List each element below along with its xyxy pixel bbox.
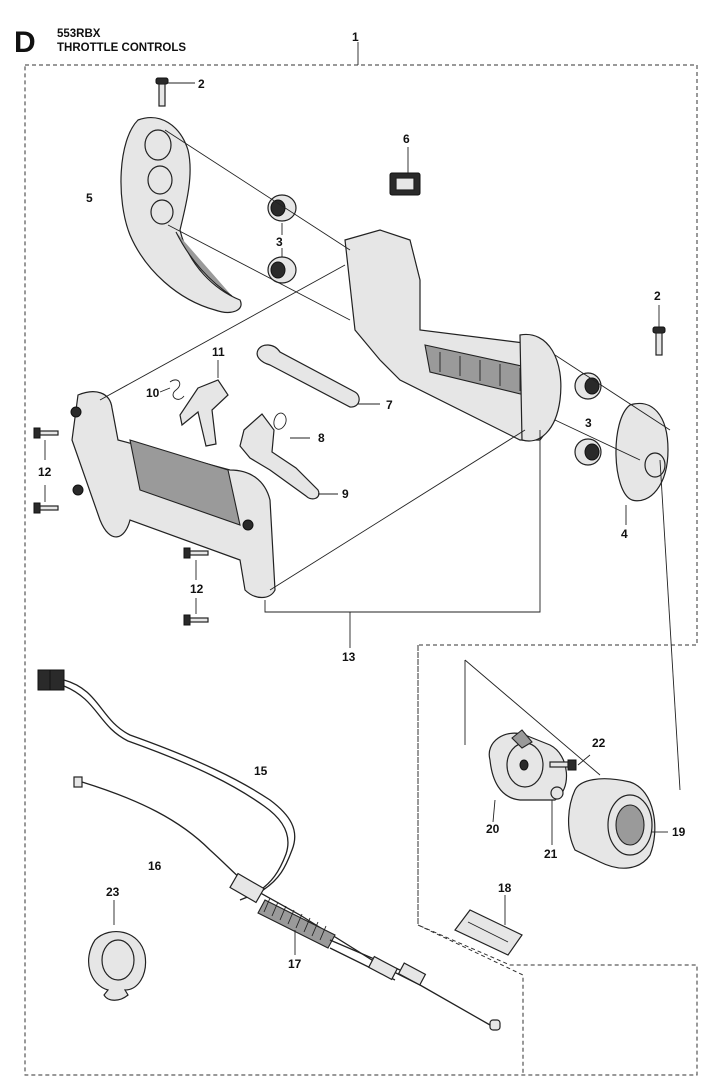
callout-16: 16 bbox=[148, 859, 162, 873]
callout-21: 21 bbox=[544, 847, 558, 861]
part-15-wire-harness bbox=[37, 669, 296, 901]
callout-4: 4 bbox=[621, 527, 628, 541]
part-19-grip-sleeve bbox=[567, 778, 668, 869]
callout-2-top: 2 bbox=[198, 77, 205, 91]
callout-22: 22 bbox=[592, 736, 606, 750]
handle-housing-body bbox=[344, 229, 562, 442]
callout-20: 20 bbox=[486, 822, 500, 836]
model-number: 553RBX bbox=[57, 28, 101, 40]
callout-12-left: 12 bbox=[38, 465, 52, 479]
callout-labels: 1 2 2 3 3 4 5 6 7 8 9 10 11 12 12 13 15 … bbox=[38, 30, 686, 971]
part-2-screw-top bbox=[155, 77, 195, 107]
part-5-handle-grip bbox=[120, 117, 242, 313]
callout-18: 18 bbox=[498, 881, 512, 895]
callout-9: 9 bbox=[342, 487, 349, 501]
callout-3-right: 3 bbox=[585, 416, 592, 430]
assembly-outline bbox=[24, 42, 698, 1076]
part-17-cable-spring bbox=[229, 872, 427, 986]
diagram-header: D 553RBX THROTTLE CONTROLS bbox=[14, 26, 186, 59]
callout-10: 10 bbox=[146, 386, 160, 400]
part-23-clamp-ring bbox=[87, 900, 147, 1001]
part-8-spring bbox=[273, 412, 310, 439]
callout-19: 19 bbox=[672, 825, 686, 839]
callout-5: 5 bbox=[86, 191, 93, 205]
part-3-bearings-top bbox=[267, 194, 297, 284]
part-6-switch bbox=[389, 147, 421, 196]
callout-12-bottom: 12 bbox=[190, 582, 204, 596]
part-10-spring bbox=[159, 379, 185, 400]
callout-8: 8 bbox=[318, 431, 325, 445]
callout-23: 23 bbox=[106, 885, 120, 899]
callout-2-right: 2 bbox=[654, 289, 661, 303]
callout-1: 1 bbox=[352, 30, 359, 44]
part-20-sleeve bbox=[488, 729, 568, 823]
part-3-bearings-right bbox=[574, 372, 602, 466]
part-13-handle-shell bbox=[70, 391, 541, 648]
part-2-screw-right bbox=[652, 305, 666, 356]
part-16-throttle-cable bbox=[73, 776, 501, 1031]
callout-3-top: 3 bbox=[276, 235, 283, 249]
part-9-throttle-trigger bbox=[239, 413, 338, 500]
callout-7: 7 bbox=[386, 398, 393, 412]
section-letter: D bbox=[14, 26, 36, 59]
callout-6: 6 bbox=[403, 132, 410, 146]
part-7-throttle-link bbox=[256, 344, 380, 408]
section-title: THROTTLE CONTROLS bbox=[57, 42, 186, 54]
callout-15: 15 bbox=[254, 764, 268, 778]
part-18-plate bbox=[454, 895, 523, 956]
part-12-screws bbox=[33, 427, 209, 626]
callout-13: 13 bbox=[342, 650, 356, 664]
part-21-nut bbox=[550, 786, 564, 845]
callout-11: 11 bbox=[212, 345, 225, 359]
part-11-lock-lever bbox=[179, 360, 229, 447]
callout-17: 17 bbox=[288, 957, 302, 971]
part-4-end-cap bbox=[615, 403, 669, 525]
part-22-screw bbox=[549, 754, 591, 771]
explode-lines bbox=[99, 129, 681, 791]
